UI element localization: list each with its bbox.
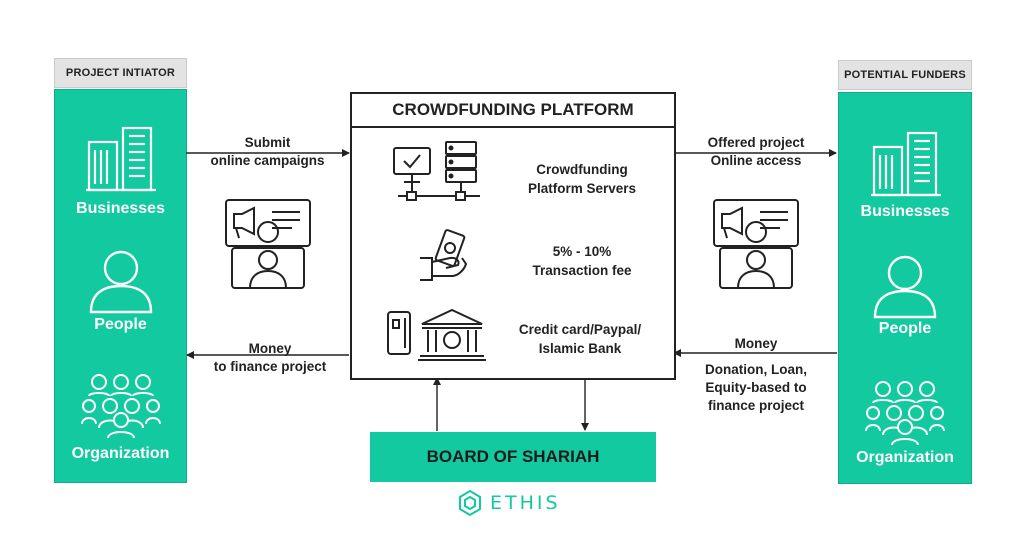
money-hand-icon bbox=[420, 229, 468, 281]
buildings-icon bbox=[86, 126, 156, 192]
presenter-icon-right bbox=[713, 199, 799, 289]
right-column-header: POTENTIAL FUNDERS bbox=[838, 60, 972, 90]
group-icon bbox=[865, 381, 945, 446]
bank-card-icon bbox=[387, 308, 486, 361]
server-network-icon bbox=[393, 141, 480, 201]
platform-row-fee: 5% - 10% Transaction fee bbox=[532, 244, 632, 278]
left-item-businesses: Businesses bbox=[76, 200, 165, 217]
left-column-header: PROJECT INTIATOR bbox=[54, 58, 187, 88]
right-column: Businesses People Organization bbox=[838, 92, 972, 484]
ethis-logo-icon bbox=[459, 489, 481, 517]
board-of-shariah: BOARD OF SHARIAH bbox=[370, 432, 656, 482]
brand-name: ETHIS bbox=[490, 492, 561, 514]
flow-money-right-label: Money Donation, Loan, Equity-based to fi… bbox=[705, 336, 807, 413]
flow-offered-label: Offered project Online access bbox=[707, 135, 805, 168]
left-column-header-label: PROJECT INTIATOR bbox=[65, 67, 176, 79]
brand-logo: ETHIS bbox=[456, 489, 561, 517]
right-item-people: People bbox=[878, 320, 932, 337]
left-column: Businesses People Organization bbox=[54, 89, 187, 483]
left-item-people: People bbox=[94, 316, 147, 333]
platform-row-payment: Credit card/Paypal/ Islamic Bank bbox=[518, 322, 642, 356]
platform-row-servers: Crowdfunding Platform Servers bbox=[527, 162, 637, 196]
buildings-icon bbox=[871, 131, 941, 197]
right-item-organization: Organization bbox=[856, 449, 954, 466]
left-item-organization: Organization bbox=[71, 445, 170, 462]
group-icon bbox=[81, 374, 161, 439]
crowdfunding-platform-box: CROWDFUNDING PLATFORM Crowdfunding Platf… bbox=[350, 92, 676, 380]
person-icon bbox=[873, 255, 937, 319]
person-icon bbox=[89, 250, 153, 314]
platform-title: CROWDFUNDING PLATFORM bbox=[352, 94, 674, 128]
board-label: BOARD OF SHARIAH bbox=[426, 447, 600, 466]
right-column-header-label: POTENTIAL FUNDERS bbox=[844, 69, 966, 81]
presenter-icon-left bbox=[225, 199, 311, 289]
right-item-businesses: Businesses bbox=[860, 203, 950, 220]
flow-submit-label: Submit online campaigns bbox=[210, 135, 325, 168]
flow-money-left-label: Money to finance project bbox=[213, 341, 327, 374]
